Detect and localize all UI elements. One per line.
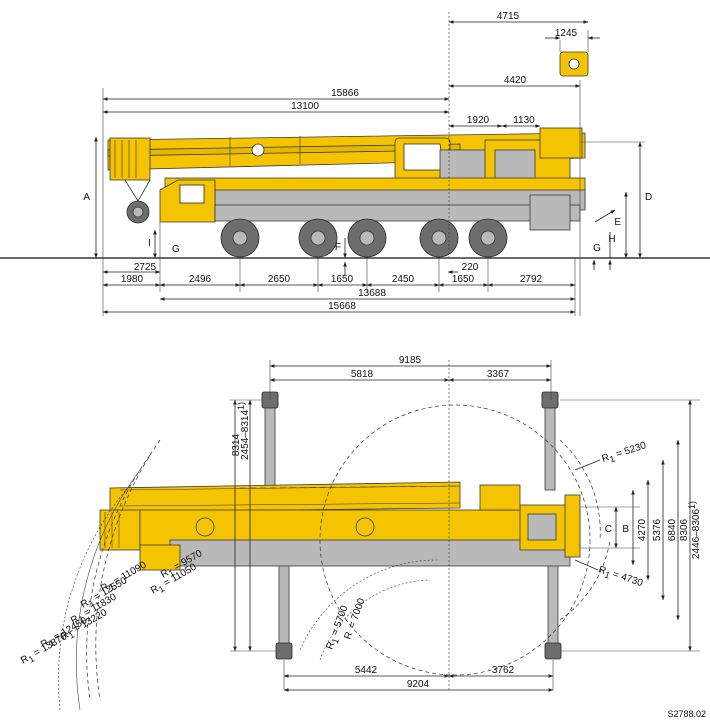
side-view: 4715 1245 4420 15866 13100 1920 1130 A I… bbox=[0, 11, 710, 316]
axle-1 bbox=[220, 218, 260, 258]
dim-2446-8306: 2446–83061) bbox=[687, 501, 702, 559]
carrier-chassis bbox=[159, 177, 586, 231]
dim-5818: 5818 bbox=[351, 369, 374, 380]
label-H: H bbox=[608, 234, 615, 245]
label-D: D bbox=[645, 192, 652, 203]
dim-6840: 6840 bbox=[667, 518, 678, 541]
dim-4715: 4715 bbox=[497, 11, 520, 22]
dim-1980: 1980 bbox=[121, 274, 144, 285]
label-B: B bbox=[622, 524, 629, 535]
dim-3367: 3367 bbox=[487, 369, 510, 380]
dim-13688: 13688 bbox=[358, 288, 386, 299]
boom-top-view bbox=[99, 481, 461, 551]
dim-1130: 1130 bbox=[513, 115, 535, 126]
dim-1650-a: 1650 bbox=[331, 274, 354, 285]
radius-5230: R1 = 5230 bbox=[601, 440, 649, 467]
label-C: C bbox=[605, 524, 612, 535]
dim-2496: 2496 bbox=[189, 274, 212, 285]
label-F: F bbox=[335, 242, 341, 253]
dim-15668: 15668 bbox=[328, 301, 356, 312]
dim-15866: 15866 bbox=[331, 88, 359, 99]
dim-1920: 1920 bbox=[467, 115, 490, 126]
axle-3 bbox=[347, 218, 387, 258]
radius-4730: R1 = 4730 bbox=[596, 564, 644, 591]
dim-2454-8314: 2454–83141) bbox=[236, 402, 251, 460]
dim-220: 220 bbox=[462, 262, 479, 273]
wheels bbox=[220, 218, 508, 258]
dim-2450: 2450 bbox=[392, 274, 415, 285]
dim-2792: 2792 bbox=[520, 274, 543, 285]
label-G-front: G bbox=[172, 244, 180, 255]
outriggers bbox=[261, 391, 562, 660]
axle-5 bbox=[468, 218, 508, 258]
dim-9204: 9204 bbox=[407, 679, 430, 690]
label-A: A bbox=[83, 192, 90, 203]
counterweight-sketch bbox=[559, 30, 589, 77]
axle-4 bbox=[419, 218, 459, 258]
label-E: E bbox=[614, 217, 621, 228]
dim-8314: 8314 bbox=[231, 433, 242, 456]
top-view: 9185 5818 3367 8314 2454–83141) R1 = 523… bbox=[19, 355, 702, 711]
dim-2650: 2650 bbox=[268, 274, 291, 285]
dim-4270: 4270 bbox=[637, 518, 648, 541]
axle-2 bbox=[298, 218, 338, 258]
dim-3762: 3762 bbox=[492, 665, 515, 676]
dim-9185: 9185 bbox=[399, 355, 422, 366]
telescopic-boom bbox=[107, 132, 586, 224]
dim-8306: 8306 bbox=[679, 518, 690, 541]
dim-5376: 5376 bbox=[652, 518, 663, 541]
dim-1650-b: 1650 bbox=[452, 274, 475, 285]
dim-13100: 13100 bbox=[291, 101, 319, 112]
label-G-rear: G bbox=[593, 243, 601, 254]
label-I: I bbox=[148, 238, 151, 249]
dim-1245: 1245 bbox=[555, 28, 578, 39]
dim-4420: 4420 bbox=[504, 75, 527, 86]
drawing-id: S2788.02 bbox=[667, 709, 706, 719]
dim-5442: 5442 bbox=[355, 665, 378, 676]
dim-2725: 2725 bbox=[134, 262, 157, 273]
